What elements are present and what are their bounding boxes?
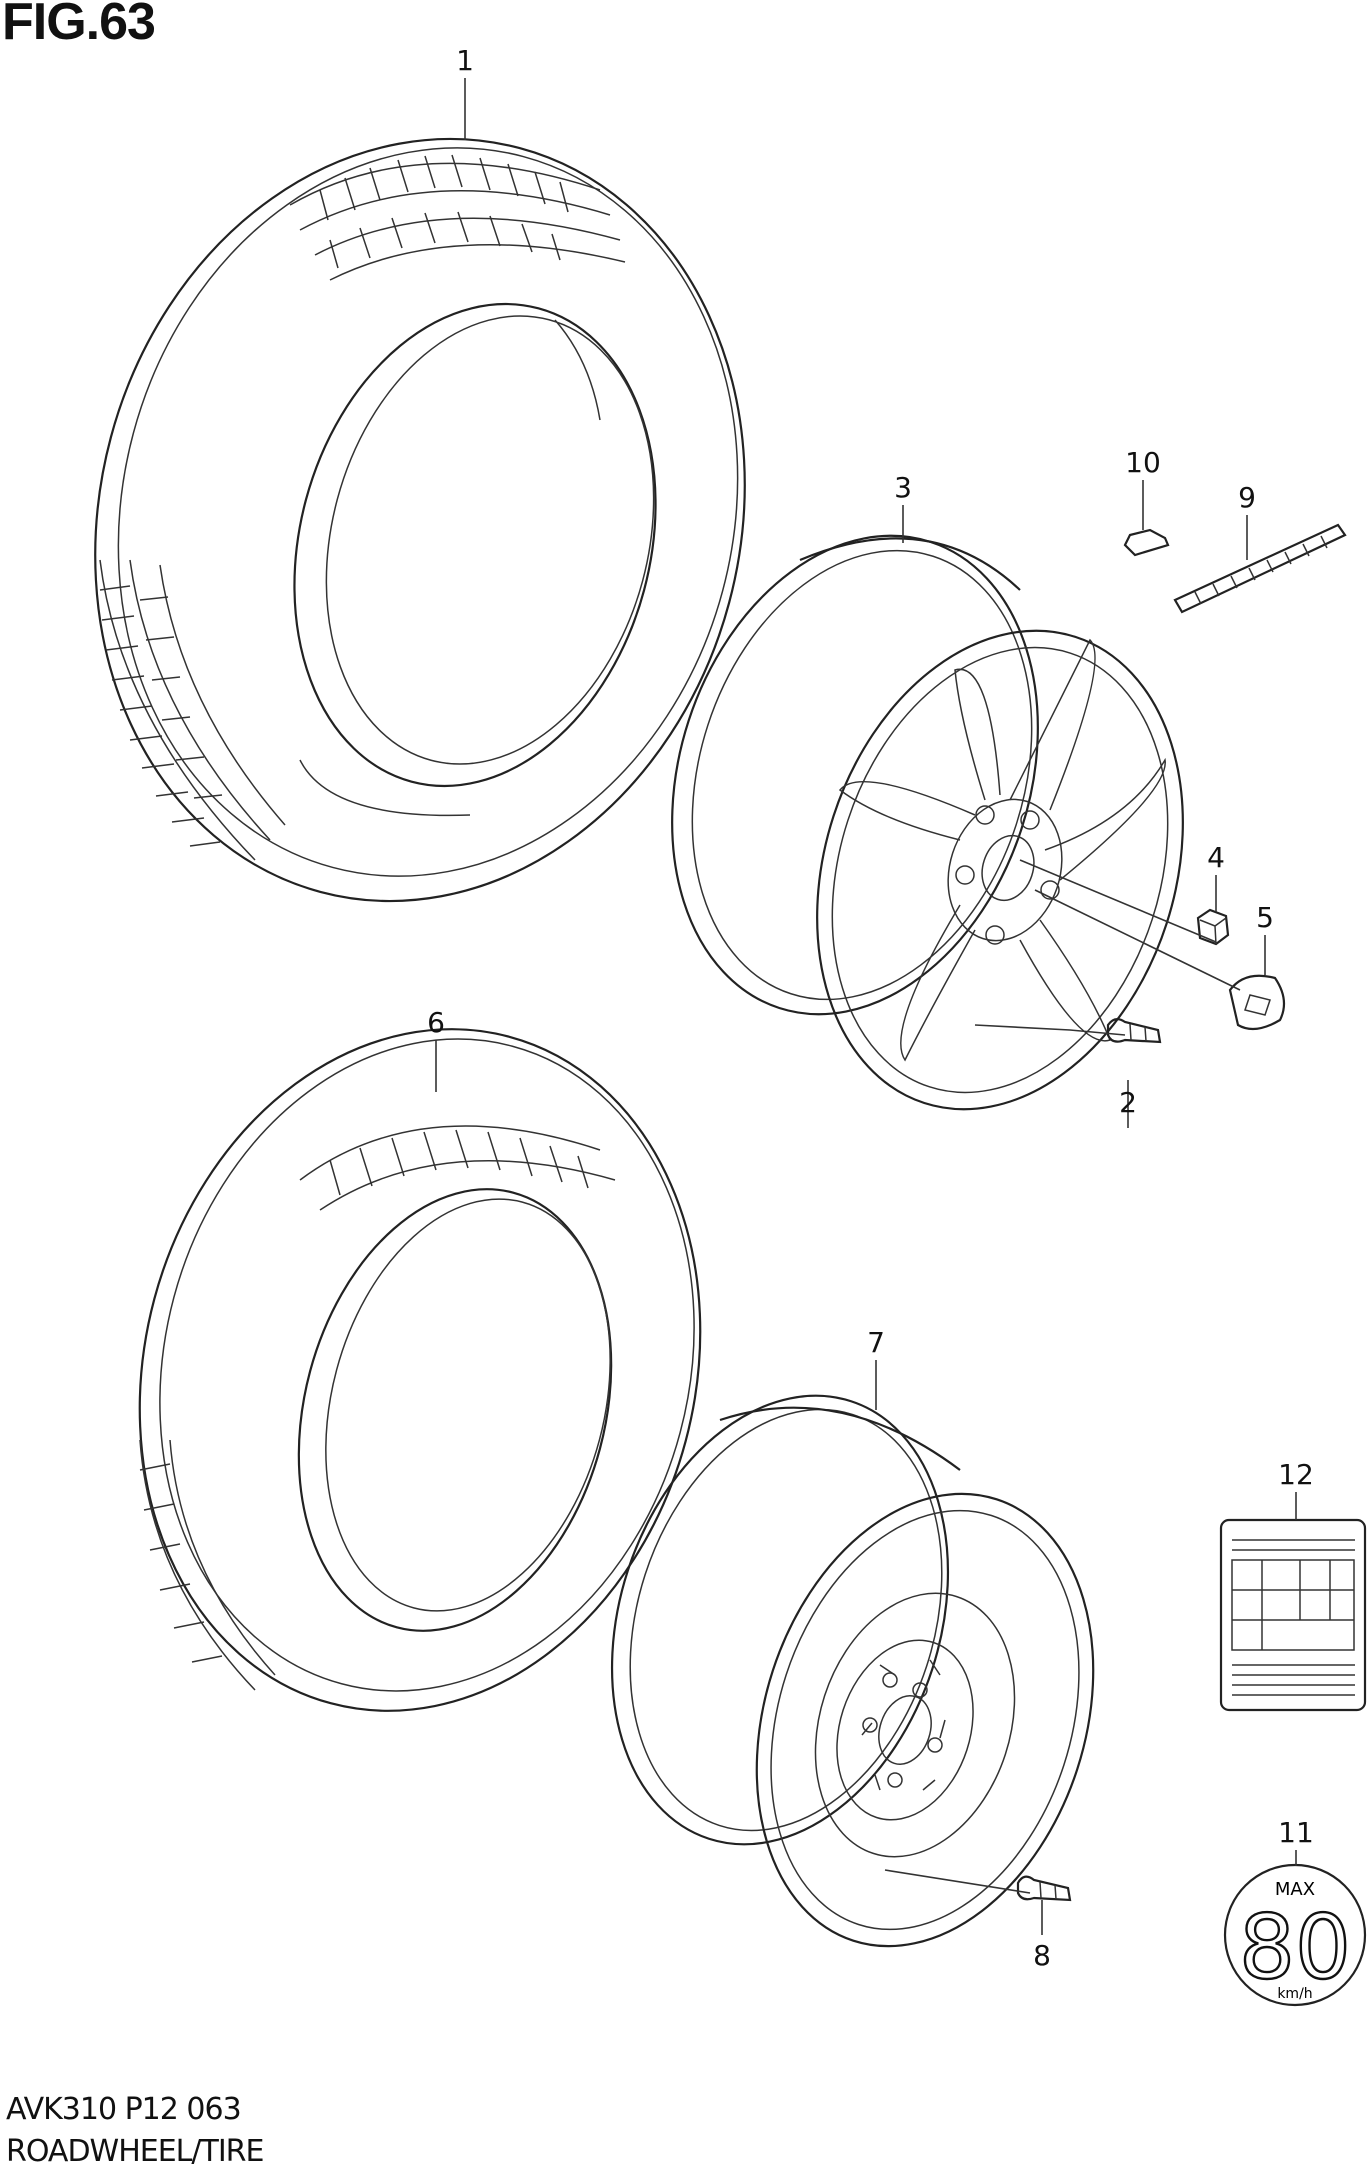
callout-11: 11	[1278, 1816, 1314, 1849]
callout-4: 4	[1207, 841, 1225, 874]
tire-top[interactable]	[11, 65, 828, 974]
drawing-caption: ROADWHEEL/TIRE	[6, 2134, 264, 2169]
center-cap[interactable]	[1228, 974, 1286, 1031]
adhesive-weight-strip[interactable]	[1173, 523, 1347, 614]
steel-wheel[interactable]	[557, 1352, 1149, 1990]
callout-6: 6	[427, 1006, 445, 1039]
callout-9: 9	[1238, 481, 1256, 514]
leader-lines	[435, 78, 1297, 1935]
callout-10: 10	[1125, 446, 1161, 479]
tread-pattern-top	[289, 154, 626, 281]
tire-bottom[interactable]	[65, 966, 775, 1775]
valve-stem-lower[interactable]	[1016, 1875, 1072, 1902]
speed-max-text: MAX	[1275, 1879, 1315, 1900]
speed-unit-text: km/h	[1277, 1986, 1312, 2002]
tire-pressure-label[interactable]	[1219, 1518, 1367, 1712]
alloy-wheel[interactable]	[613, 488, 1242, 1157]
speed-value-text: 80	[1239, 1896, 1351, 1999]
callout-3: 3	[894, 471, 912, 504]
callout-5: 5	[1256, 901, 1274, 934]
figure-title: FIG.63	[2, 0, 156, 51]
balance-weight-clip[interactable]	[1123, 528, 1170, 557]
drawing-code: AVK310 P12 063	[6, 2092, 242, 2127]
tread-pattern-left	[99, 559, 286, 861]
callout-8: 8	[1033, 1939, 1051, 1972]
tread-pattern-bottom	[139, 1125, 616, 1691]
callout-2: 2	[1119, 1086, 1137, 1119]
callout-12: 12	[1278, 1458, 1314, 1491]
callout-1: 1	[456, 44, 474, 77]
valve-stem-upper[interactable]	[1106, 1018, 1162, 1044]
callout-numbers: 1 2 3 4 5 6 7 8 9 10 11 12	[427, 44, 1314, 1972]
speed-limit-label[interactable]: MAX 80 km/h	[1223, 1863, 1367, 2007]
wheel-nut[interactable]	[1196, 908, 1230, 946]
callout-7: 7	[867, 1326, 885, 1359]
